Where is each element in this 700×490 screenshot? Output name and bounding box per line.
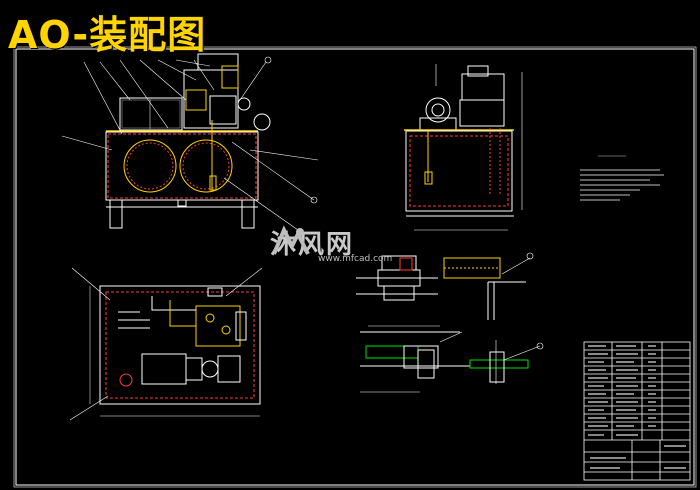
watermark-logo-icon: [272, 225, 310, 255]
watermark-url: www.mfcad.com: [318, 254, 393, 264]
drawing-frame: [13, 46, 697, 488]
front-view: [61, 53, 319, 231]
balloon-callouts: [264, 56, 544, 350]
parts-list-text-strokes: [588, 345, 686, 469]
technical-notes: [580, 155, 664, 201]
detail-views: [356, 255, 541, 393]
plan-view: [69, 267, 263, 421]
watermark: 沐风网 www.mfcad.com: [270, 224, 392, 264]
drawing-title: AO-装配图: [8, 13, 207, 57]
parts-list-table: [583, 341, 691, 481]
side-view: [404, 64, 523, 231]
